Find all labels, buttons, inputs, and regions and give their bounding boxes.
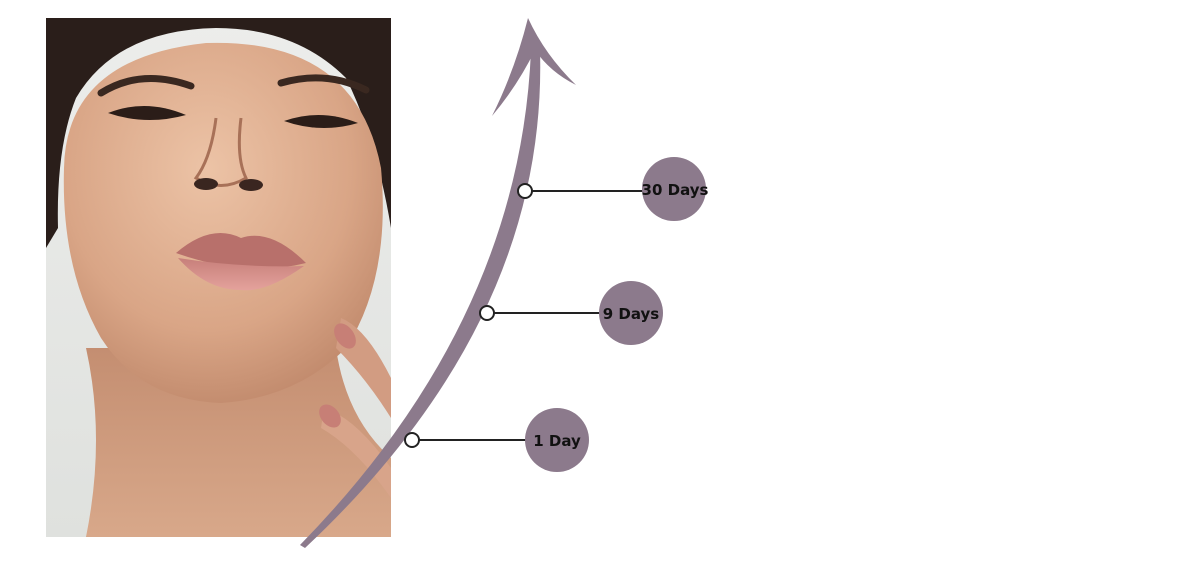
growth-arrow-head: [492, 18, 576, 116]
milestone-badge: [599, 281, 663, 345]
portrait-photo: [46, 18, 391, 537]
milestone-label: 9 Days: [603, 305, 660, 323]
milestone-label: 30 Days: [642, 181, 709, 199]
milestone-9-days: 9 Days: [479, 281, 663, 345]
milestone-badge: [642, 157, 706, 221]
milestone-node: [517, 183, 533, 199]
face-illustration: [46, 18, 391, 537]
milestone-label: 1 Day: [533, 432, 581, 450]
milestone-badge: [525, 408, 589, 472]
milestone-1-day: 1 Day: [404, 408, 589, 472]
growth-arrow-shaft: [300, 50, 541, 548]
milestone-30-days: 30 Days: [517, 157, 709, 221]
milestone-node: [479, 305, 495, 321]
milestone-node: [404, 432, 420, 448]
